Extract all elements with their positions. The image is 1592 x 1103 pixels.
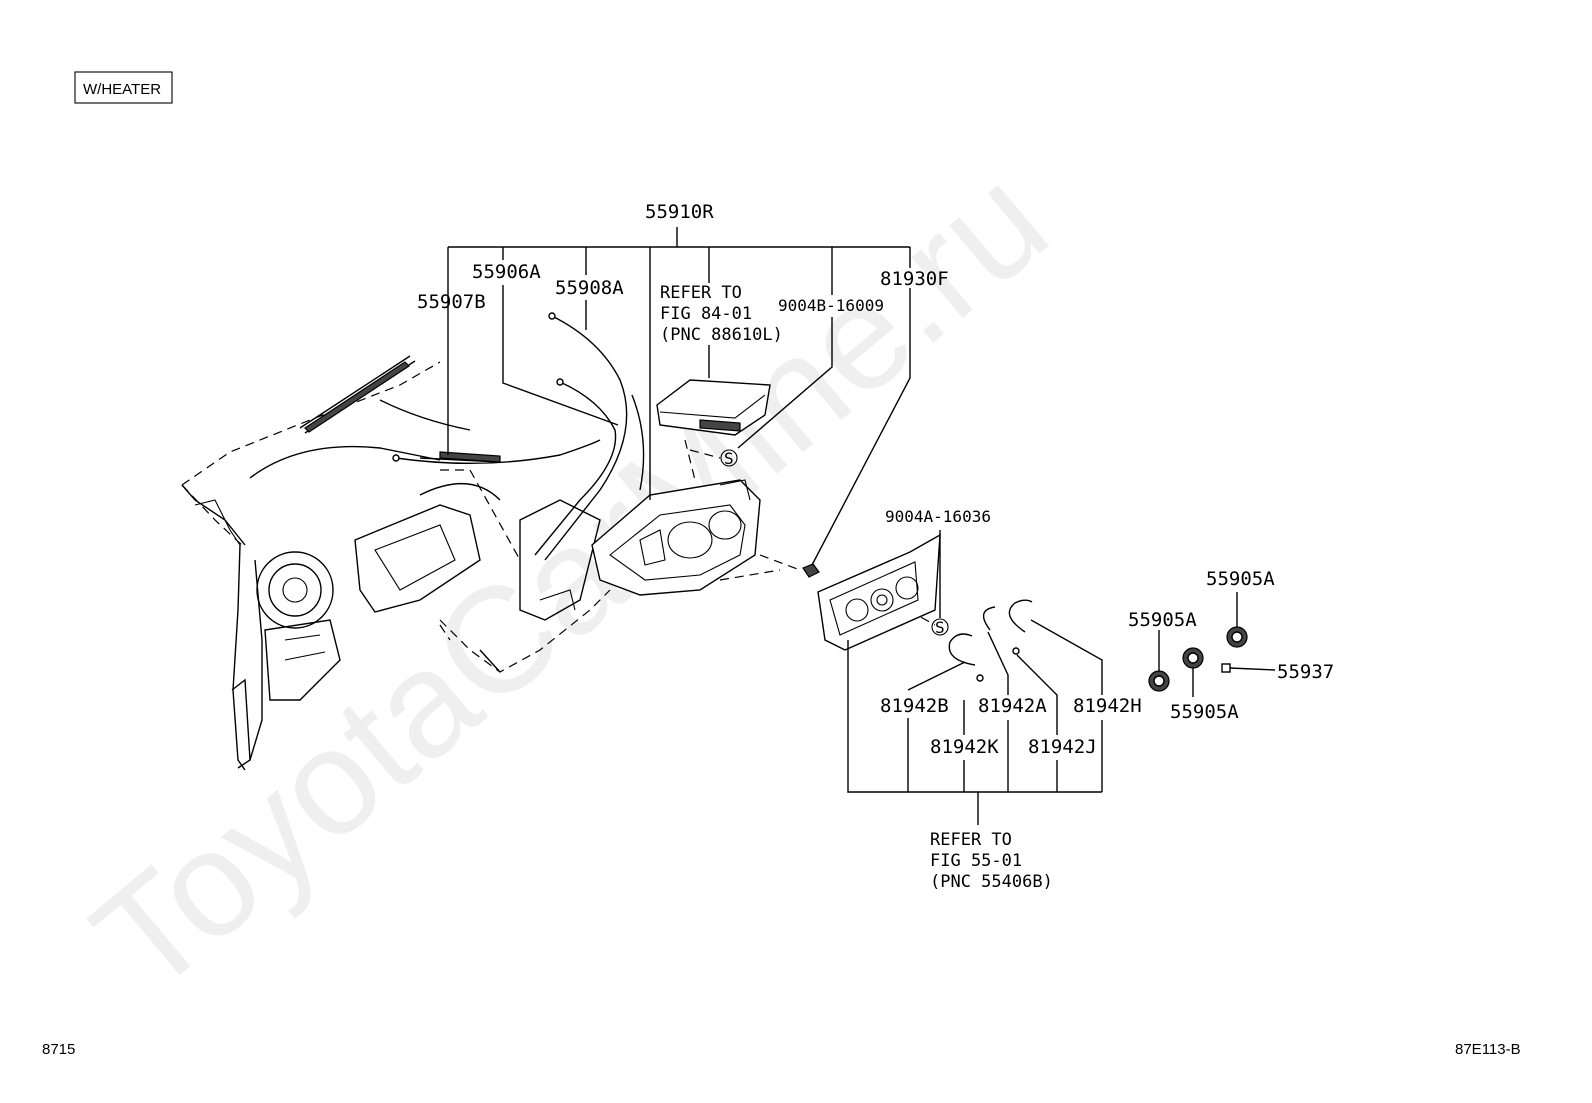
ac-amplifier-module	[656, 379, 771, 436]
callout-55906A: 55906A	[472, 261, 541, 283]
footer-left-code: 8715	[42, 1041, 75, 1058]
control-knobs	[1148, 626, 1248, 692]
callout-81942K: 81942K	[930, 736, 999, 758]
svg-text:S: S	[935, 618, 945, 637]
refer-note-top: REFER TO FIG 84-01 (PNC 88610L)	[660, 283, 783, 345]
knob-rings	[948, 599, 1033, 682]
callout-9004B-16009: 9004B-16009	[778, 296, 884, 315]
callout-55908A: 55908A	[555, 277, 624, 299]
control-cables	[392, 312, 645, 561]
heater-control-assembly	[591, 479, 761, 596]
svg-text:S: S	[724, 449, 734, 468]
callout-55937: 55937	[1277, 661, 1334, 683]
svg-text:REFER TO: REFER TO	[930, 830, 1012, 850]
svg-text:FIG 55-01: FIG 55-01	[930, 851, 1022, 871]
callout-55905A-mid: 55905A	[1128, 609, 1197, 631]
refer-note-bottom: REFER TO FIG 55-01 (PNC 55406B)	[930, 830, 1053, 892]
footer-right-code: 87E113-B	[1455, 1041, 1521, 1058]
header-badge: W/HEATER	[74, 71, 173, 104]
callout-81942J: 81942J	[1028, 736, 1097, 758]
leader-lines	[447, 227, 1276, 825]
svg-text:W/HEATER: W/HEATER	[83, 81, 161, 98]
sealant-symbol-upper: S	[720, 449, 738, 468]
callout-55910R: 55910R	[645, 201, 714, 223]
callout-55907B: 55907B	[417, 291, 486, 313]
dashboard-illustration	[181, 355, 611, 771]
callout-81930F: 81930F	[880, 268, 949, 290]
svg-text:(PNC 55406B): (PNC 55406B)	[930, 872, 1053, 892]
callout-9004A-16036: 9004A-16036	[885, 507, 991, 526]
clip-81930F	[802, 563, 820, 578]
svg-text:REFER TO: REFER TO	[660, 283, 742, 303]
svg-text:FIG 84-01: FIG 84-01	[660, 304, 752, 324]
svg-text:(PNC 88610L): (PNC 88610L)	[660, 325, 783, 345]
control-panel-faceplate	[817, 533, 941, 651]
callout-81942H: 81942H	[1073, 695, 1142, 717]
sealant-symbol-lower: S	[931, 618, 949, 637]
callout-55905A-top: 55905A	[1206, 568, 1275, 590]
callout-55905A-bottom: 55905A	[1170, 701, 1239, 723]
callout-81942B: 81942B	[880, 695, 949, 717]
callout-81942A: 81942A	[978, 695, 1047, 717]
